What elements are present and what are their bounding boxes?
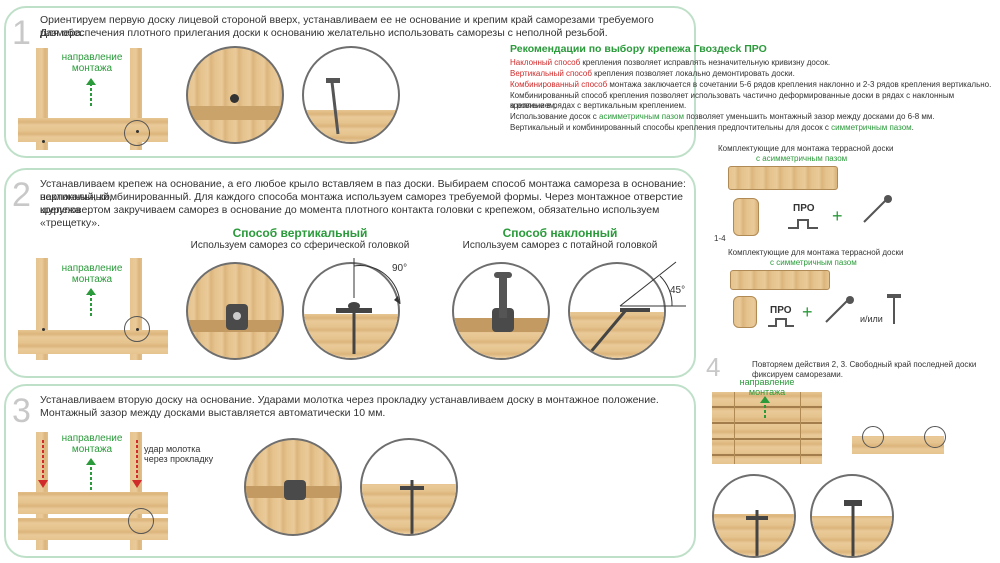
step4-detail-circle-2: [810, 474, 894, 558]
screw-icon-2: [822, 296, 858, 324]
step4-detail-circle-1: [712, 474, 796, 558]
inclined-method-title: Способ наклонный: [450, 226, 670, 240]
step2-direction-arrow: [86, 288, 96, 318]
vertical-detail-circle-1: [186, 262, 284, 360]
step4-number: 4: [706, 352, 720, 383]
step1-direction-label: направление монтажа: [52, 52, 132, 74]
kit-sym-plus: +: [802, 306, 813, 319]
kit-asym-subtitle: с асимметричным пазом: [756, 154, 847, 164]
step1-detail-circle-1: [186, 46, 284, 144]
clip-icon: [788, 218, 818, 230]
kit-asym-dimension: 1-4: [714, 234, 726, 244]
nail-icon: [884, 294, 904, 324]
kit-sym-title: Комплектующие для монтажа террасной доск…: [728, 248, 903, 258]
step3-direction-label: направление монтажа: [52, 433, 132, 455]
recommendations-line1: Наклонный способ крепления позволяет исп…: [510, 58, 830, 68]
step4-direction-arrow: [760, 396, 770, 420]
sym-board-image: [730, 270, 830, 290]
inclined-method-subtitle: Используем саморез с потайной головкой: [440, 240, 680, 251]
recommendations-line2: Вертикальный способ крепления позволяет …: [510, 69, 795, 79]
angle-45-label: 45°: [670, 286, 685, 296]
inclined-detail-circle-1: [452, 262, 550, 360]
kit-sym-subtitle: с симметричным пазом: [770, 258, 857, 268]
step3-direction-arrow: [86, 458, 96, 492]
kit-sym-pro-label: ПРО: [770, 306, 792, 316]
clip-icon-2: [768, 318, 794, 328]
sym-profile-image: [733, 296, 757, 328]
step3-detail-circle-2: [360, 438, 458, 536]
vertical-method-subtitle: Используем саморез со сферической головк…: [180, 240, 420, 251]
kit-or-label: и/или: [860, 314, 883, 324]
kit-asym-pro-label: ПРО: [793, 204, 815, 214]
step2-number: 2: [12, 176, 31, 215]
asym-board-image: [728, 166, 838, 190]
step1-detail-circle-2: [302, 46, 400, 144]
recommendations-line3: Комбинированный способ монтажа заключает…: [510, 80, 991, 90]
step1-text-line2: Для обеспечения плотного прилегания доск…: [40, 27, 700, 40]
step3-number: 3: [12, 392, 31, 431]
hammer-arrow-left: [38, 440, 48, 490]
hammer-label: удар молотка через прокладку: [144, 444, 234, 464]
step4-direction-label: направление монтажа: [722, 377, 812, 397]
screw-icon: [858, 194, 898, 224]
recommendations-title: Рекомендации по выбору крепежа Гвоздeck …: [510, 43, 767, 56]
recommendations-line7: Вертикальный и комбинированный способы к…: [510, 123, 914, 133]
step1-direction-arrow: [86, 78, 96, 108]
step3-detail-circle-1: [244, 438, 342, 536]
angle-90-label: 90°: [392, 264, 407, 274]
step3-text-line1: Устанавливаем вторую доску на основание.…: [40, 394, 680, 407]
hammer-arrow-right: [132, 440, 142, 490]
kit-asym-plus: +: [832, 210, 843, 223]
recommendations-line6: Использование досок с асимметричным пазо…: [510, 112, 935, 122]
step4-side-drawing: [852, 426, 944, 456]
asym-profile-image: [733, 198, 759, 236]
kit-asym-title: Комплектующие для монтажа террасной доск…: [718, 144, 893, 154]
vertical-method-title: Способ вертикальный: [190, 226, 410, 240]
step3-text-line2: Монтажный зазор между досками выставляет…: [40, 407, 680, 420]
recommendations-line5: а ровные в рядах с вертикальным креплени…: [510, 101, 686, 111]
step2-direction-label: направление монтажа: [52, 263, 132, 285]
